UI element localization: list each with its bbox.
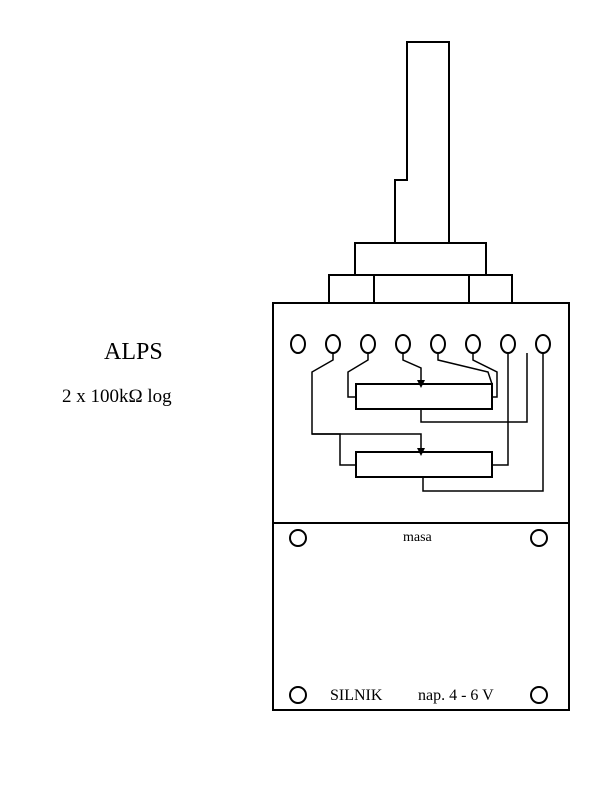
wire-pin6 [472,353,498,398]
ground-label: masa [403,530,433,545]
shaft [394,41,450,244]
bushing-lower [328,274,513,304]
mount-hole-bottom-left [289,686,307,704]
motor-body [272,522,570,711]
wire-pin3 [347,353,369,398]
mount-hole-top-left [289,529,307,547]
brand-label: ALPS [104,339,163,365]
wire-lower-wiper [312,433,425,456]
resistor-upper [355,383,493,410]
mount-hole-bottom-right [530,686,548,704]
mount-hole-top-right [530,529,548,547]
spec-label: 2 x 100kΩ log [62,386,172,407]
motor-label: SILNIK [330,687,383,704]
wire-pin7 [492,353,509,466]
resistor-lower [355,451,493,478]
wire-pin5 [437,353,493,385]
wire-pin4 [402,353,425,388]
voltage-label: nap. 4 - 6 V [418,687,494,704]
wire-upper-bottom [420,353,528,423]
wiring [311,353,544,492]
pin-1 [290,334,306,354]
wire-pin8 [422,353,544,492]
bushing-upper [354,242,487,276]
